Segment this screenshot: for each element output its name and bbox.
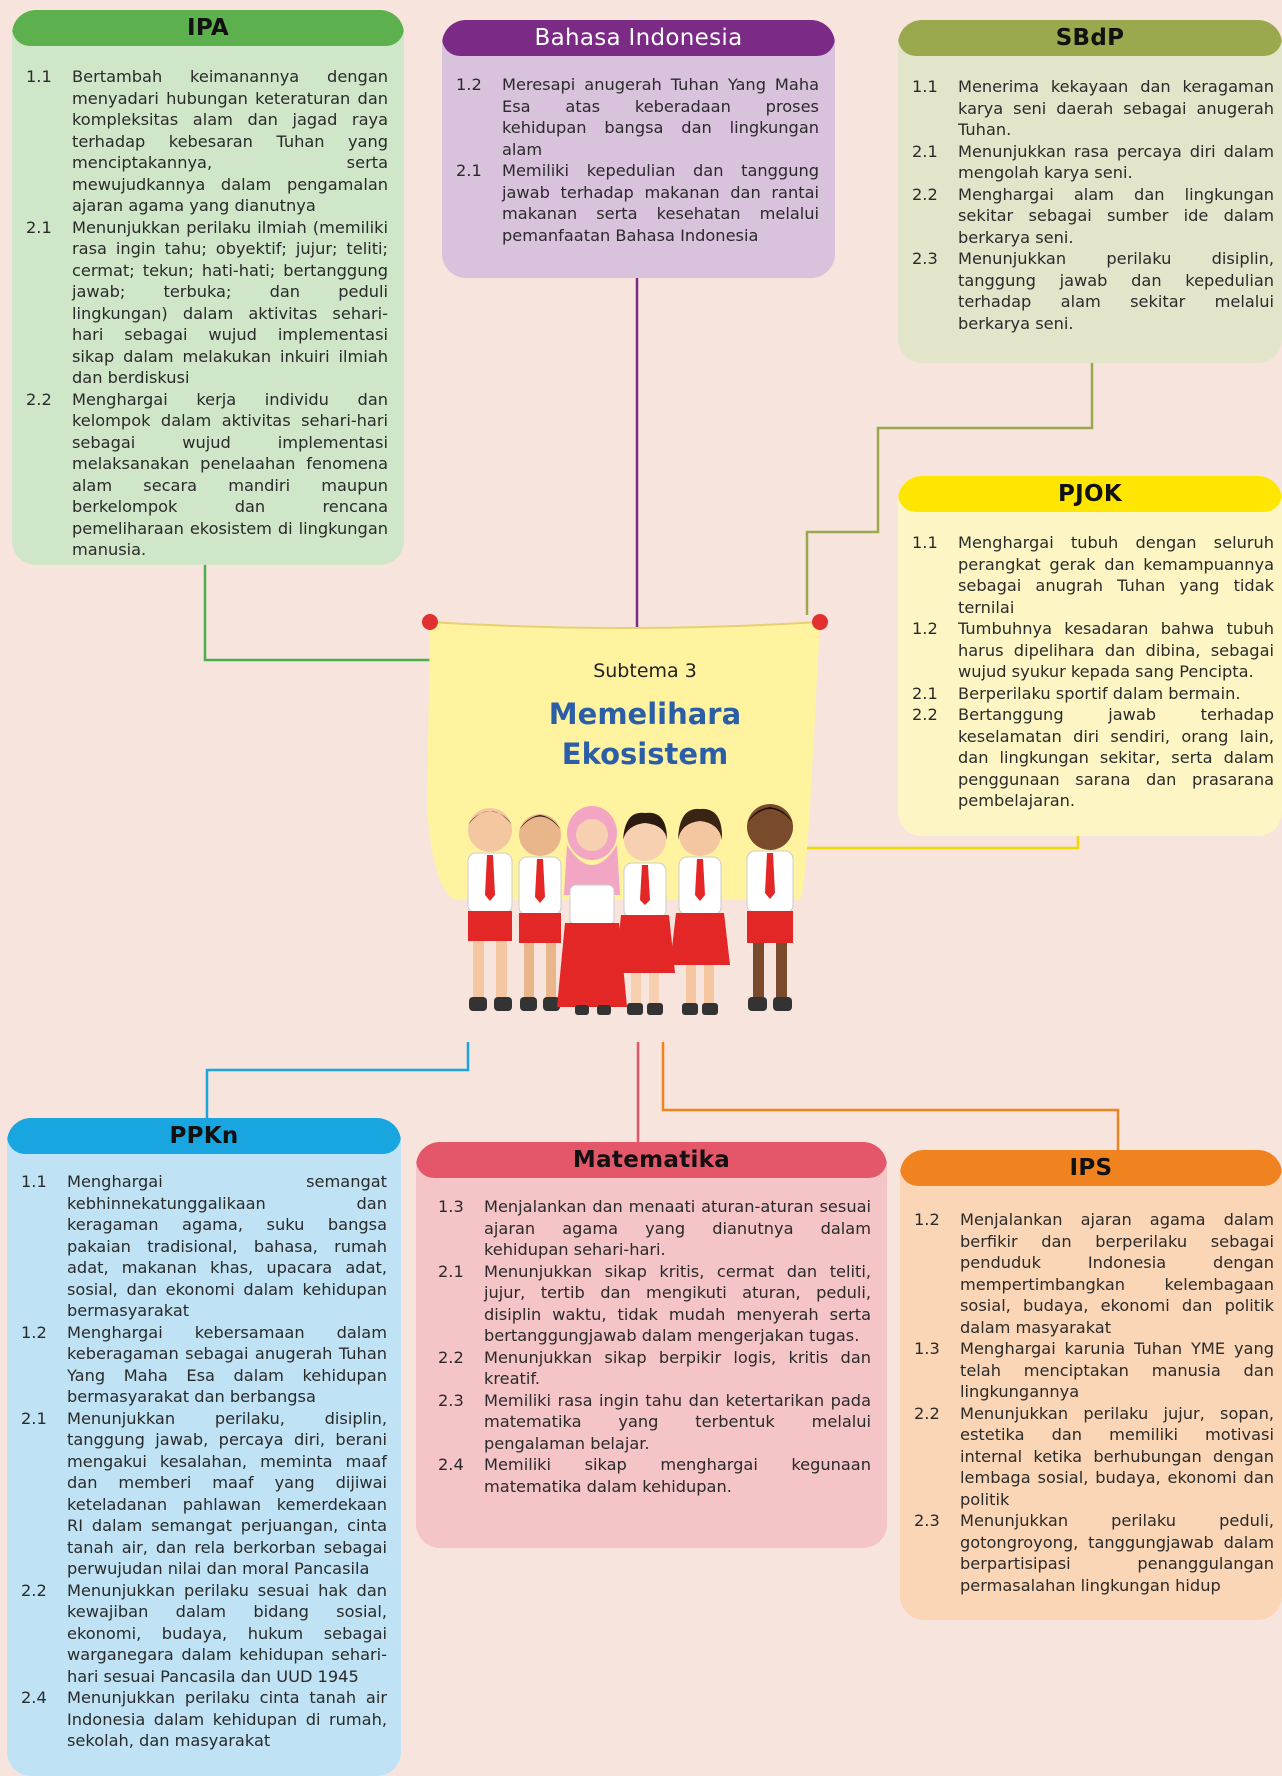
subtema-label: Subtema 3	[593, 660, 697, 682]
pin-right	[812, 614, 828, 630]
ipa-title: IPA	[12, 10, 404, 46]
student-1	[467, 808, 513, 1011]
subtema-title-line2: Ekosistem	[561, 737, 729, 771]
student-6	[746, 804, 794, 1011]
students-illustration	[467, 804, 794, 1015]
matematika-title: Matematika	[416, 1142, 887, 1178]
ips-title: IPS	[900, 1150, 1282, 1186]
ppkn-title: PPKn	[7, 1118, 401, 1154]
student-2	[518, 814, 562, 1011]
subtema-title-line1: Memelihara	[548, 697, 742, 731]
pjok-title: PJOK	[898, 476, 1282, 512]
bahasa-title: Bahasa Indonesia	[442, 20, 835, 56]
student-4	[615, 812, 675, 1015]
sbdp-title: SBdP	[898, 20, 1282, 56]
student-5	[670, 808, 730, 1015]
student-3	[557, 806, 627, 1015]
pin-left	[422, 614, 438, 630]
